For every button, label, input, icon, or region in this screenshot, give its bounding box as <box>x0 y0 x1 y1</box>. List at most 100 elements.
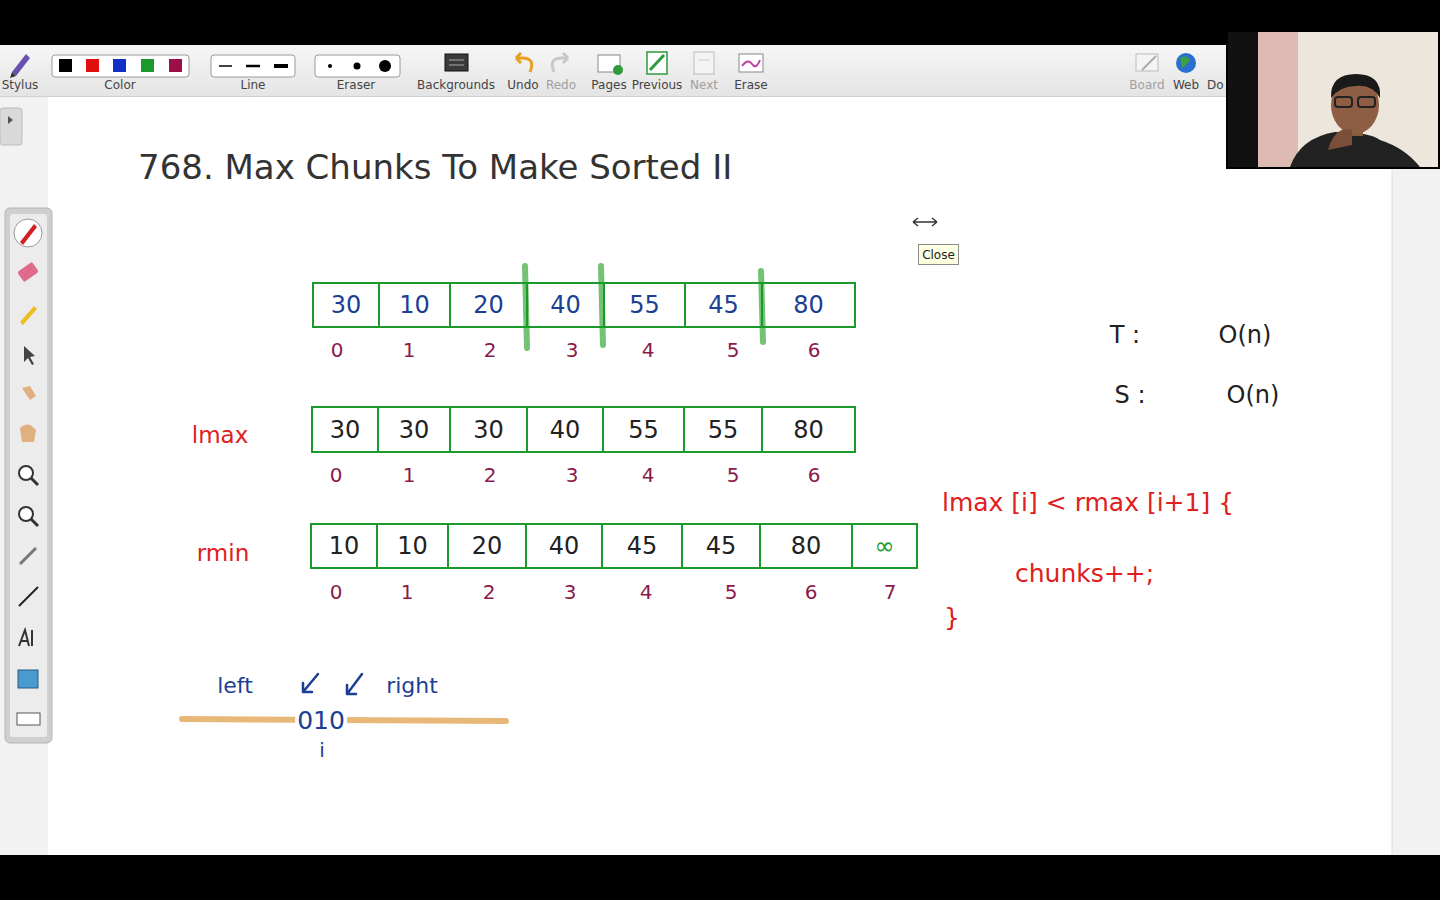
tool-palette <box>5 208 52 743</box>
pages-icon <box>598 55 623 75</box>
cell-value: 55 <box>629 293 660 317</box>
array-cell: 45 <box>681 523 761 569</box>
index-number: 1 <box>401 582 414 602</box>
top-bar <box>0 0 1440 45</box>
index-number: 4 <box>640 582 653 602</box>
stylus-icon <box>10 54 30 78</box>
cell-value: 30 <box>473 418 504 442</box>
array-cell: 10 <box>378 282 451 328</box>
web-icon <box>1176 53 1196 73</box>
cell-value: 80 <box>793 293 824 317</box>
color-swatches <box>52 55 189 77</box>
index-number: 2 <box>484 340 497 360</box>
bottom-bar <box>0 855 1440 900</box>
toolbar-label: Stylus <box>2 79 39 91</box>
cell-value: ∞ <box>875 534 895 558</box>
cell-value: 20 <box>473 293 504 317</box>
canvas-margin <box>0 97 1440 855</box>
cell-value: 30 <box>399 418 430 442</box>
array-cell: 20 <box>447 523 527 569</box>
side-tab <box>0 108 22 145</box>
cell-value: 20 <box>472 534 503 558</box>
toolbar-label: Line <box>240 79 265 91</box>
array-cell: 45 <box>601 523 683 569</box>
complexity-label: S : <box>1115 383 1146 407</box>
array-cell: 40 <box>525 523 603 569</box>
complexity-label: T : <box>1110 323 1140 347</box>
cell-value: 40 <box>550 418 581 442</box>
index-number: 7 <box>884 582 897 602</box>
toolbar <box>0 45 1440 97</box>
cell-value: 45 <box>706 534 737 558</box>
index-number: 5 <box>727 465 740 485</box>
cell-value: 10 <box>329 534 360 558</box>
array-cell: 80 <box>761 406 856 453</box>
array-name: rmin <box>197 542 249 565</box>
array-cell: 30 <box>377 406 451 453</box>
index-number: 4 <box>642 340 655 360</box>
tooltip-text: Close <box>922 249 955 261</box>
index-number: 3 <box>566 465 579 485</box>
undo-icon <box>516 53 532 72</box>
cell-value: 10 <box>399 293 430 317</box>
cell-value: 45 <box>627 534 658 558</box>
code-note: chunks++; <box>1015 561 1154 586</box>
index-number: 5 <box>725 582 738 602</box>
webcam-view <box>1226 30 1440 169</box>
array-cell: 10 <box>310 523 378 569</box>
toolbar-label: Previous <box>632 79 683 91</box>
index-number: 0 <box>330 465 343 485</box>
previous-icon <box>647 52 667 74</box>
array-cell: 55 <box>683 406 763 453</box>
binary-string: 010 <box>295 708 347 733</box>
pointer-label: left <box>217 675 253 697</box>
toolbar-label: Erase <box>734 79 768 91</box>
index-number: 6 <box>805 582 818 602</box>
cell-value: 40 <box>550 293 581 317</box>
cell-value: 55 <box>708 418 739 442</box>
cell-value: 30 <box>331 293 362 317</box>
array-cell: ∞ <box>851 523 918 569</box>
pointer-arrows <box>303 674 362 694</box>
index-number: 2 <box>483 582 496 602</box>
toolbar-label: Board <box>1129 79 1164 91</box>
array-cell: 40 <box>526 406 604 453</box>
pointer-label: right <box>386 675 438 697</box>
index-number: 4 <box>642 465 655 485</box>
index-number: 3 <box>564 582 577 602</box>
array-cell: 30 <box>311 406 379 453</box>
array-cell: 45 <box>684 282 763 328</box>
erase-icon <box>739 54 763 72</box>
array-cell: 80 <box>759 523 853 569</box>
board-icon <box>1136 54 1158 71</box>
next-icon <box>694 52 714 74</box>
problem-title: 768. Max Chunks To Make Sorted II <box>138 150 732 184</box>
array-cell: 30 <box>312 282 380 328</box>
code-note: lmax [i] < rmax [i+1] { <box>942 490 1234 515</box>
whiteboard-edge <box>1392 97 1393 855</box>
index-number: 1 <box>403 340 416 360</box>
cell-value: 40 <box>549 534 580 558</box>
toolbar-label: Backgrounds <box>417 79 495 91</box>
toolbar-label: Web <box>1173 79 1199 91</box>
toolbar-label: Pages <box>591 79 626 91</box>
array-cell: 55 <box>603 282 686 328</box>
array-cell: 80 <box>761 282 856 328</box>
cell-value: 80 <box>793 418 824 442</box>
code-note: } <box>944 605 960 630</box>
index-number: 3 <box>566 340 579 360</box>
array-cell: 30 <box>449 406 528 453</box>
toolbar-label: Color <box>104 79 135 91</box>
cell-value: 80 <box>791 534 822 558</box>
complexity-value: O(n) <box>1227 383 1280 407</box>
array-cell: 20 <box>449 282 528 328</box>
toolbar-label: Eraser <box>337 79 375 91</box>
cell-value: 10 <box>397 534 428 558</box>
redo-icon <box>552 53 568 72</box>
resize-cursor <box>913 218 937 226</box>
toolbar-label: Next <box>690 79 718 91</box>
index-number: 1 <box>403 465 416 485</box>
index-number: 2 <box>484 465 497 485</box>
tooltip: Close <box>918 244 959 265</box>
